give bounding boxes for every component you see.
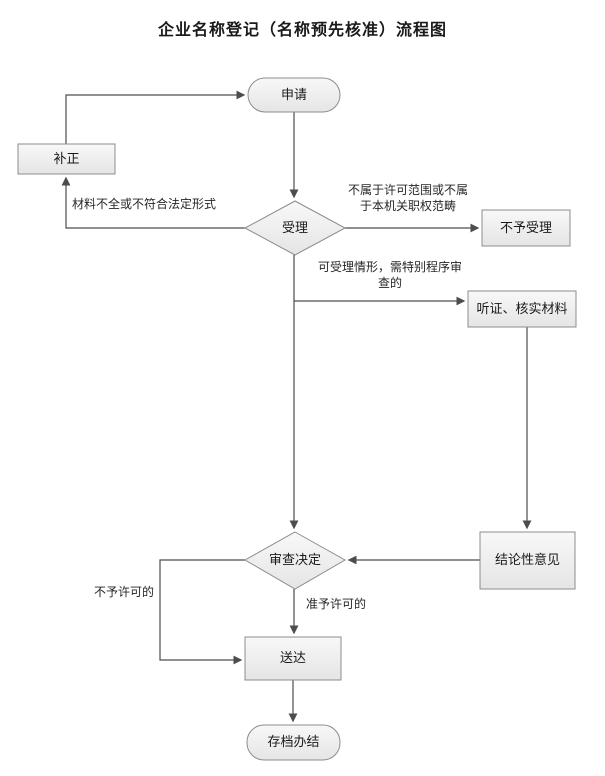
node-not-accept-shape [481, 209, 571, 247]
node-apply-shape [247, 77, 341, 113]
edge-decision-notpermitted-to-delivery [159, 559, 245, 665]
node-conclusion-shape [479, 531, 576, 590]
node-delivery-shape [244, 636, 342, 681]
node-decision-shape [243, 531, 347, 590]
node-archive-shape [246, 724, 341, 761]
edge-correction-to-apply [65, 90, 246, 144]
node-hearing-shape [467, 290, 577, 328]
page-title: 企业名称登记（名称预先核准）流程图 [157, 22, 447, 39]
node-correction-shape [17, 143, 116, 175]
node-accept-shape [243, 200, 347, 256]
edge-accept-to-correction [61, 176, 245, 229]
